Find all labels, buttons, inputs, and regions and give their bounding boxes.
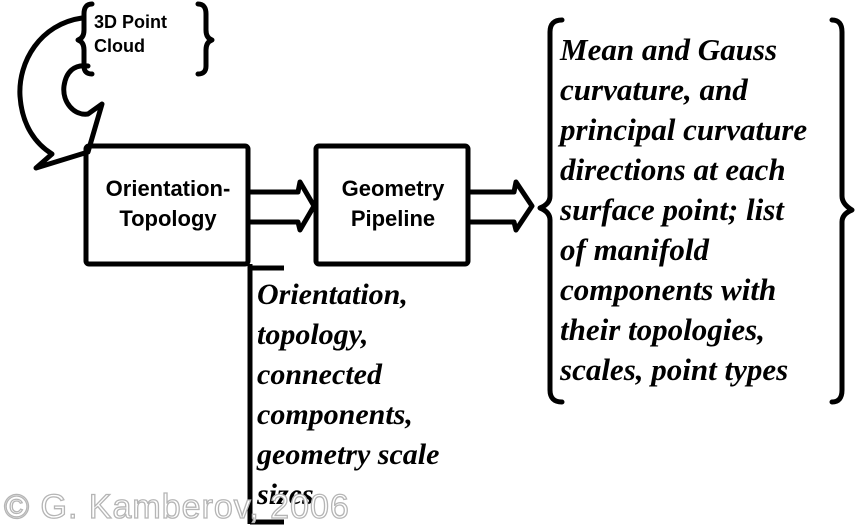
input-label-line: 3D Point [94,12,168,32]
node-label-line: Orientation- [105,176,231,201]
main-output-right-brace [829,17,855,405]
side-output-line: sizes [257,478,314,511]
input-right-brace [195,1,215,77]
block-arrow-2 [467,179,535,233]
main-output-line: directions at each [560,152,786,187]
orientation-topology-label: Orientation- Topology [88,174,248,234]
side-output-line: components, [257,398,413,431]
main-output-left-brace [537,17,565,405]
node-label-line: Pipeline [350,206,436,231]
main-output-line: curvature, and [560,72,748,107]
side-output-line: topology, [257,318,369,351]
main-output-line: surface point; list [560,192,784,227]
node-label-line: Geometry [341,176,445,201]
copyright-watermark: © G. Kamberov, 2006 [3,487,350,526]
side-output-bracket [247,264,284,525]
main-output-line: components with [560,272,777,307]
curved-arrow [17,15,105,171]
input-label: 3D Point Cloud [94,10,167,58]
main-output-line: their topologies, [560,312,765,347]
side-output-line: geometry scale [257,438,440,471]
geometry-pipeline-label: Geometry Pipeline [318,174,468,234]
side-output-text: Orientation, topology, connected compone… [257,275,439,515]
side-output-line: Orientation, [257,278,408,311]
main-output-line: principal curvature [560,112,808,147]
main-output-line: Mean and Gauss [560,32,778,67]
node-label-line: Topology [119,206,217,231]
input-label-line: Cloud [94,36,145,56]
input-left-brace [75,1,95,77]
main-output-line: of manifold [560,232,709,267]
main-output-line: scales, point types [560,352,789,387]
block-arrow-1 [247,179,317,233]
orientation-topology-box [83,143,251,267]
main-output-text: Mean and Gauss curvature, and principal … [560,30,807,390]
side-output-line: connected [257,358,382,391]
